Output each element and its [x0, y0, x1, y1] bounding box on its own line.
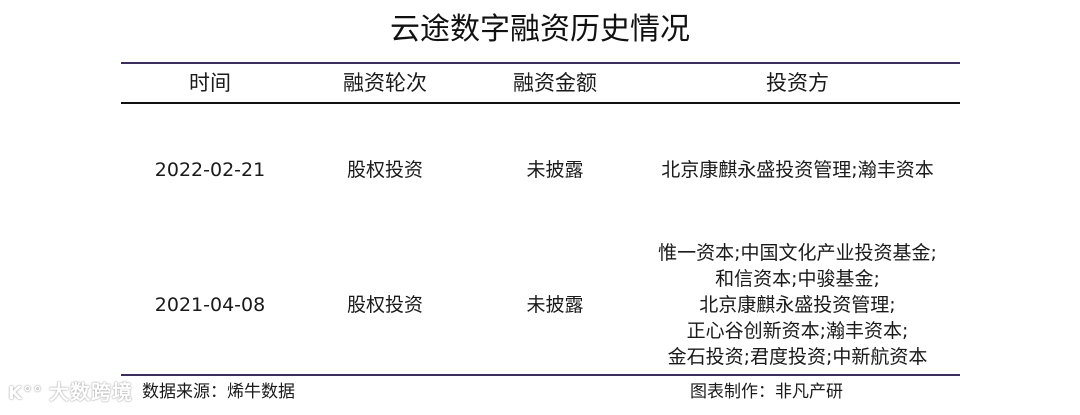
row-round: 股权投资: [346, 294, 423, 316]
investor-line: 北京康麒永盛投资管理;: [699, 294, 896, 316]
data-source-note: 数据来源：烯牛数据: [142, 382, 295, 402]
kcoo-logo-icon: K°°: [8, 383, 43, 404]
row-investors: 北京康麒永盛投资管理;瀚丰资本: [661, 159, 934, 181]
header-date: 时间: [189, 71, 231, 95]
watermark-text: 大数跨境: [48, 380, 133, 404]
row-amount: 未披露: [526, 159, 584, 181]
table-top-rule: [121, 62, 960, 64]
investor-line: 和信资本;中骏基金;: [715, 268, 880, 290]
row-round: 股权投资: [346, 159, 423, 181]
investor-line: 正心谷创新资本;瀚丰资本;: [686, 320, 909, 342]
row-date: 2022-02-21: [154, 159, 266, 181]
watermark: K°°大数跨境: [8, 378, 133, 408]
table-header-rule: [121, 102, 960, 104]
row-investors: 惟一资本;中国文化产业投资基金; 和信资本;中骏基金; 北京康麒永盛投资管理; …: [630, 240, 965, 370]
page-title: 云途数字融资历史情况: [390, 12, 690, 47]
header-amount: 融资金额: [513, 71, 597, 95]
investor-line: 金石投资;君度投资;中新航资本: [667, 346, 928, 368]
row-amount: 未披露: [526, 294, 584, 316]
table-bottom-rule: [121, 374, 960, 376]
header-investors: 投资方: [766, 71, 829, 95]
row-date: 2021-04-08: [154, 294, 266, 316]
header-round: 融资轮次: [343, 71, 427, 95]
investor-line: 惟一资本;中国文化产业投资基金;: [658, 242, 937, 264]
chart-maker-note: 图表制作：非凡产研: [690, 382, 843, 402]
